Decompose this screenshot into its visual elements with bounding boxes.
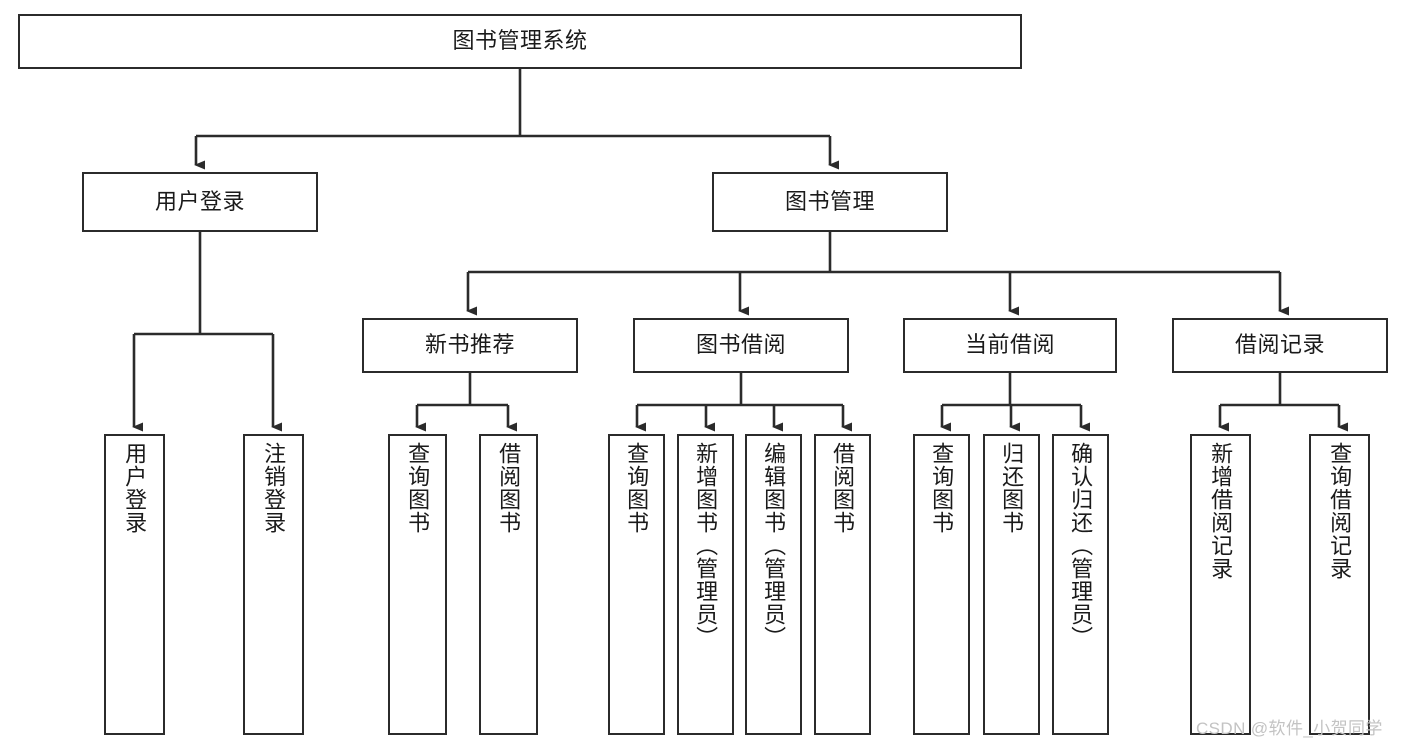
node-new-book-recommend[interactable]: 新书推荐: [362, 318, 578, 373]
csdn-watermark: CSDN @软件_小贺同学: [1196, 719, 1383, 738]
node-root-label: 图书管理系统: [452, 28, 588, 54]
node-book-borrow-label: 图书借阅: [695, 332, 786, 358]
leaf-borrow-book-rec[interactable]: 借阅图书: [479, 434, 538, 735]
leaf-query-book-label: 查询图书: [624, 442, 650, 534]
leaf-user-login-label: 用户登录: [122, 442, 148, 534]
leaf-edit-book[interactable]: 编辑图书（管理员）: [745, 434, 802, 735]
leaf-edit-book-label: 编辑图书（管理员）: [761, 442, 787, 649]
node-borrow-record[interactable]: 借阅记录: [1172, 318, 1388, 373]
leaf-query-record-label: 查询借阅记录: [1327, 442, 1353, 580]
node-current-borrow-label: 当前借阅: [964, 332, 1055, 358]
node-user-login-label: 用户登录: [154, 188, 245, 214]
leaf-confirm-return[interactable]: 确认归还（管理员）: [1052, 434, 1109, 735]
leaf-query-book[interactable]: 查询图书: [608, 434, 665, 735]
leaf-user-login[interactable]: 用户登录: [104, 434, 165, 735]
node-book-manage[interactable]: 图书管理: [712, 172, 948, 232]
node-book-manage-label: 图书管理: [784, 188, 875, 214]
leaf-logout-label: 注销登录: [261, 442, 287, 534]
leaf-logout[interactable]: 注销登录: [243, 434, 304, 735]
leaf-return-book-label: 归还图书: [999, 442, 1025, 534]
node-current-borrow[interactable]: 当前借阅: [903, 318, 1117, 373]
leaf-borrow-book[interactable]: 借阅图书: [814, 434, 871, 735]
leaf-query-book-cur-label: 查询图书: [929, 442, 955, 534]
leaf-borrow-book-rec-label: 借阅图书: [496, 442, 522, 534]
node-root[interactable]: 图书管理系统: [18, 14, 1022, 69]
leaf-add-book-label: 新增图书（管理员）: [693, 442, 719, 649]
leaf-add-book[interactable]: 新增图书（管理员）: [677, 434, 734, 735]
leaf-query-book-rec-label: 查询图书: [405, 442, 431, 534]
node-new-book-recommend-label: 新书推荐: [424, 332, 515, 358]
leaf-query-book-rec[interactable]: 查询图书: [388, 434, 447, 735]
leaf-query-record[interactable]: 查询借阅记录: [1309, 434, 1370, 735]
leaf-query-book-cur[interactable]: 查询图书: [913, 434, 970, 735]
node-borrow-record-label: 借阅记录: [1234, 332, 1325, 358]
leaf-return-book[interactable]: 归还图书: [983, 434, 1040, 735]
leaf-add-record[interactable]: 新增借阅记录: [1190, 434, 1251, 735]
node-user-login[interactable]: 用户登录: [82, 172, 318, 232]
leaf-confirm-return-label: 确认归还（管理员）: [1068, 442, 1094, 649]
leaf-add-record-label: 新增借阅记录: [1208, 442, 1234, 580]
node-book-borrow[interactable]: 图书借阅: [633, 318, 849, 373]
leaf-borrow-book-label: 借阅图书: [830, 442, 856, 534]
